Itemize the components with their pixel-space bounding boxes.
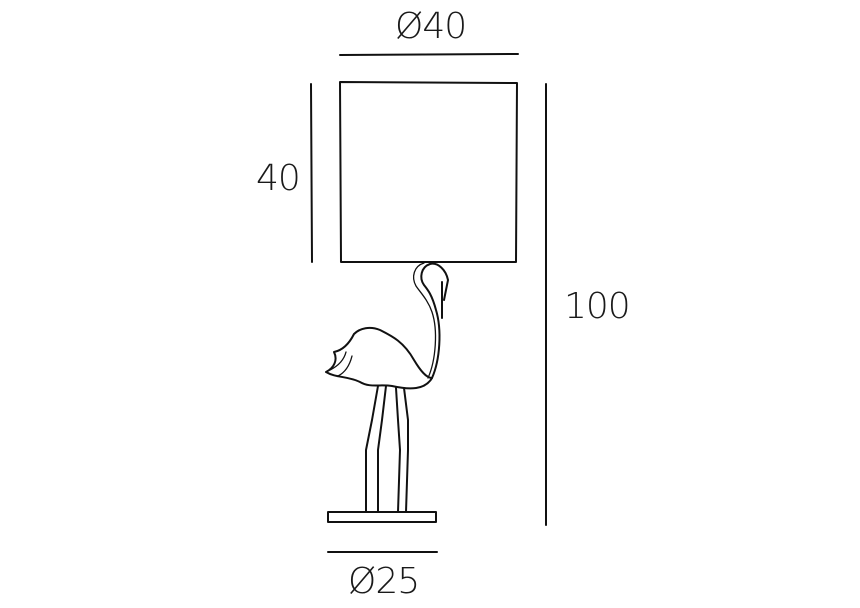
shade-height-line (310, 83, 313, 263)
lamp-shade (339, 81, 518, 263)
base-diameter-label: Ø25 (348, 561, 419, 602)
total-height-label: 100 (564, 286, 630, 327)
shade-diameter-line (339, 53, 519, 56)
shade-diameter-label: Ø40 (395, 6, 466, 47)
flamingo-figure (325, 262, 449, 513)
shade-height-label: 40 (256, 158, 300, 199)
lamp-base (327, 511, 437, 523)
